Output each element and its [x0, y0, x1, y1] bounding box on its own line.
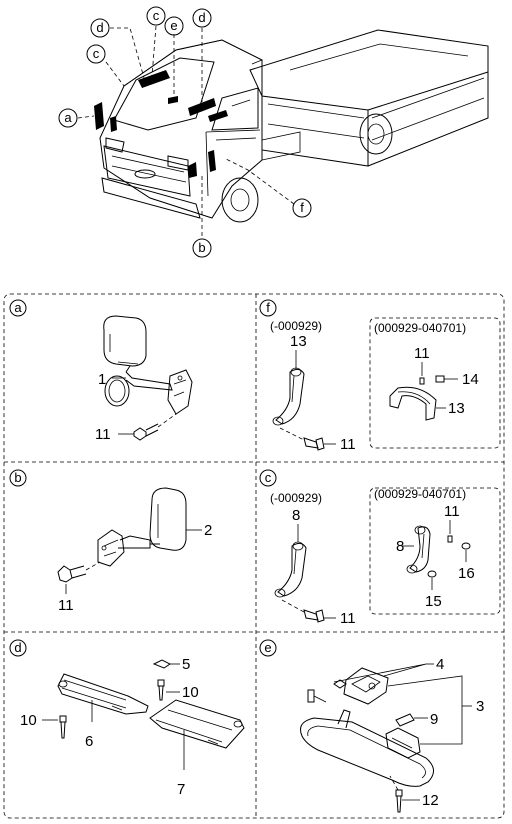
svg-text:d: d [96, 20, 103, 35]
callout-b: b [192, 238, 212, 258]
panel-c: c (-000929) 8 11 (000929-040701) 11 8 16… [259, 469, 501, 627]
part-15-label: 15 [425, 593, 442, 610]
svg-text:c: c [265, 470, 272, 485]
part-8-label: 8 [292, 507, 300, 524]
part-13-label: 13 [290, 333, 307, 350]
panel-grid [3, 293, 505, 819]
part-16-label: 16 [458, 565, 475, 582]
callout-c-left: c [86, 44, 106, 64]
part-3-label: 3 [476, 698, 484, 715]
svg-text:c: c [153, 8, 160, 23]
callout-d-left: d [90, 18, 110, 38]
callout-c-top: c [146, 6, 166, 26]
truck-overview: a b c c d d e f [58, 6, 489, 258]
callout-e: e [164, 16, 184, 36]
svg-text:e: e [170, 18, 177, 33]
svg-text:b: b [198, 240, 205, 255]
part-14-label: 14 [462, 371, 479, 388]
part-11-label-b: 11 [58, 597, 74, 614]
callout-a: a [58, 108, 78, 128]
callout-f: f [292, 198, 312, 218]
svg-text:e: e [264, 640, 271, 655]
svg-text:c: c [93, 46, 100, 61]
part-9-label: 9 [430, 711, 438, 728]
svg-text:b: b [14, 470, 21, 485]
callout-d-right: d [192, 8, 212, 28]
svg-text:d: d [14, 640, 21, 655]
part-8-label-c2: 8 [396, 538, 404, 555]
part-11-label-c2: 11 [444, 503, 460, 520]
range-late-label-c: (000929-040701) [374, 487, 466, 501]
svg-text:f: f [300, 200, 304, 215]
svg-text:a: a [64, 110, 72, 125]
svg-text:f: f [266, 300, 270, 315]
panel-a: a 1 11 [9, 299, 193, 443]
panel-b: b 2 11 [9, 469, 212, 614]
range-late-label: (000929-040701) [374, 321, 466, 335]
panel-d: d 6 10 5 10 7 [9, 639, 245, 798]
panel-e: e 9 12 4 3 [259, 639, 484, 813]
svg-text:d: d [198, 10, 205, 25]
part-11-label-f1: 11 [340, 436, 356, 453]
part-6-label: 6 [85, 733, 93, 750]
range-early-label: (-000929) [270, 319, 322, 333]
svg-text:a: a [14, 300, 22, 315]
part-2-label: 2 [204, 522, 212, 539]
part-10-label-right: 10 [182, 684, 199, 701]
part-1-label: 1 [98, 371, 106, 388]
part-7-label: 7 [177, 781, 185, 798]
panel-f: f (-000929) 13 11 (000929-040701) 11 14 … [259, 299, 501, 453]
part-13-label-f2: 13 [448, 400, 465, 417]
part-5-label: 5 [182, 656, 190, 673]
part-11-label-f2: 11 [414, 345, 430, 362]
part-4-label: 4 [436, 656, 444, 673]
part-10-label-left: 10 [20, 712, 37, 729]
part-11-label: 11 [95, 426, 111, 443]
part-11-label-c1: 11 [340, 610, 356, 627]
range-early-label-c: (-000929) [270, 491, 322, 505]
part-12-label: 12 [422, 792, 439, 809]
